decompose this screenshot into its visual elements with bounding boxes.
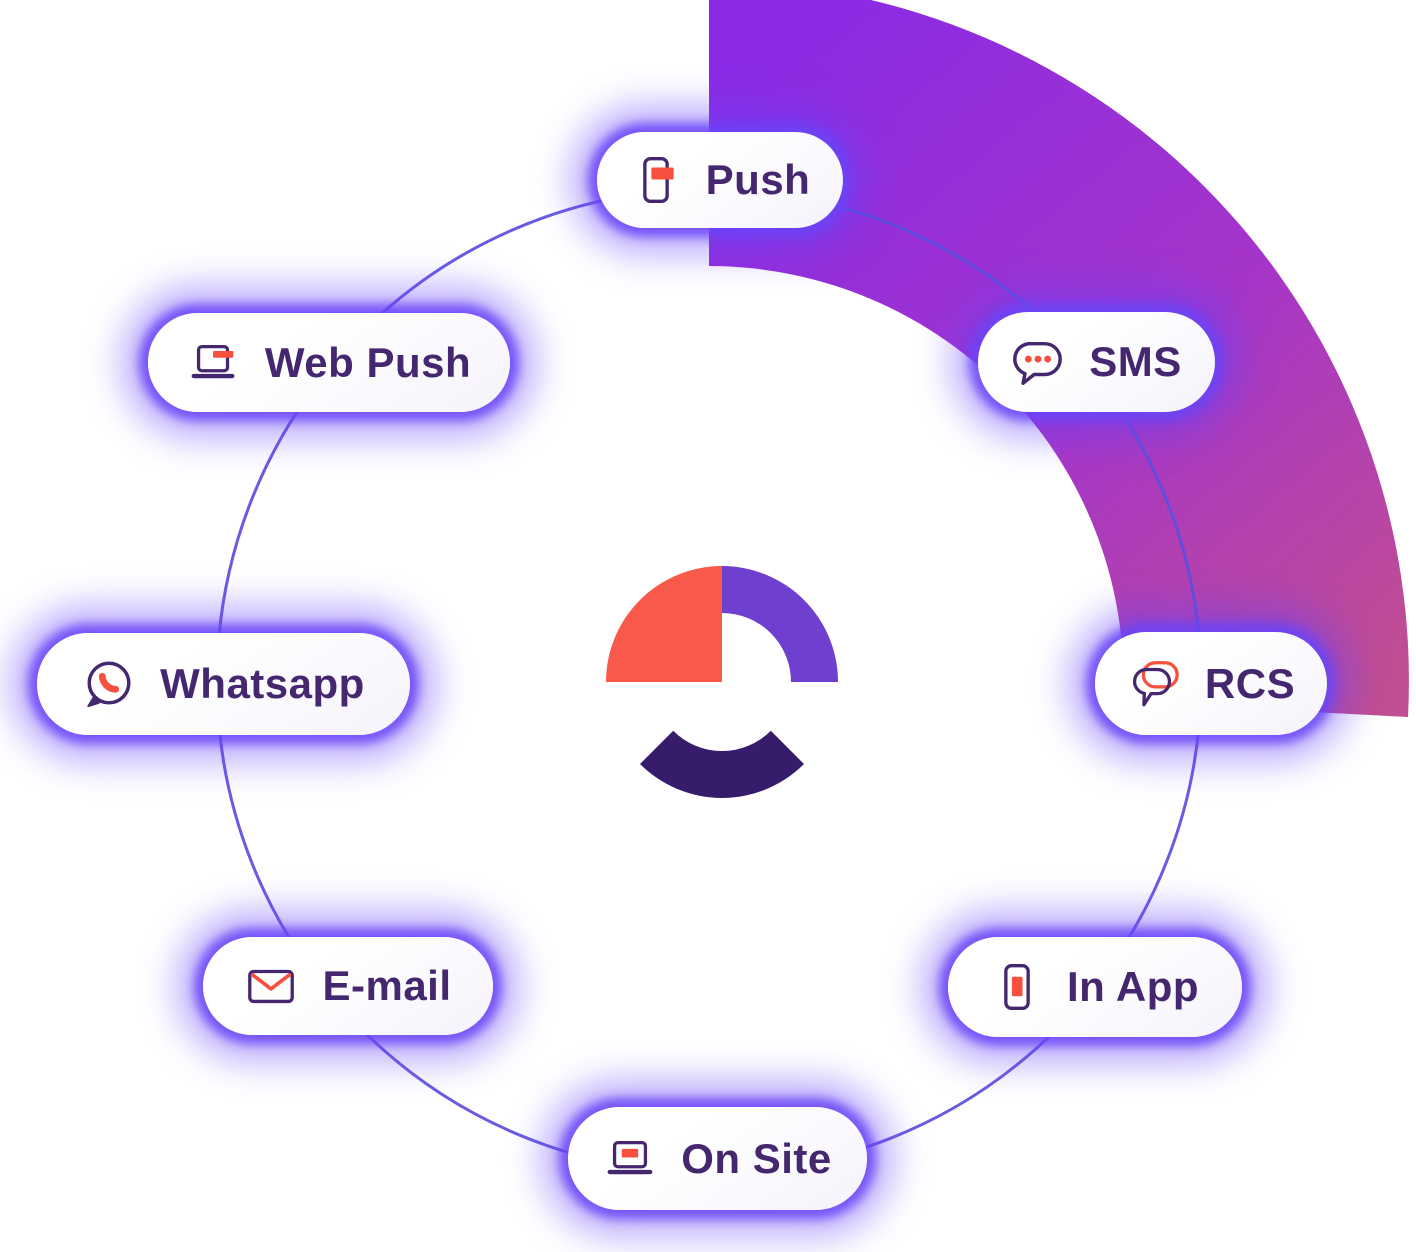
channel-pill-on-site: On Site: [568, 1107, 867, 1210]
hub-logo: [606, 566, 838, 798]
hub-purple-ring-quadrant: [722, 566, 838, 682]
laptop-banner-icon: [603, 1132, 657, 1186]
channel-pill-email: E-mail: [203, 937, 493, 1035]
channel-pill-in-app: In App: [948, 937, 1242, 1037]
channel-pill-rcs: RCS: [1095, 632, 1327, 735]
hub-dark-bottom-ring: [640, 730, 804, 798]
channel-label: Whatsapp: [160, 660, 365, 707]
channel-label: On Site: [681, 1134, 832, 1182]
channel-pill-web-push: Web Push: [148, 313, 510, 412]
phone-notification-icon: [630, 154, 682, 206]
envelope-icon: [244, 959, 298, 1013]
double-chat-bubbles-icon: [1127, 657, 1181, 711]
channel-pill-whatsapp: Whatsapp: [37, 633, 410, 735]
laptop-notification-icon: [187, 336, 241, 390]
channel-label: In App: [1066, 963, 1200, 1010]
channel-label: Push: [705, 156, 811, 203]
chat-bubble-dots-icon: [1011, 335, 1065, 389]
channel-label: RCS: [1204, 659, 1296, 707]
channel-label: Web Push: [264, 338, 472, 386]
whatsapp-call-bubble-icon: [82, 657, 136, 711]
hub-red-quadrant: [606, 566, 722, 682]
channel-label: SMS: [1089, 338, 1182, 385]
phone-banner-icon: [991, 961, 1043, 1013]
channel-pill-push: Push: [597, 132, 843, 228]
channel-pill-sms: SMS: [978, 312, 1215, 412]
channel-label: E-mail: [322, 962, 452, 1009]
